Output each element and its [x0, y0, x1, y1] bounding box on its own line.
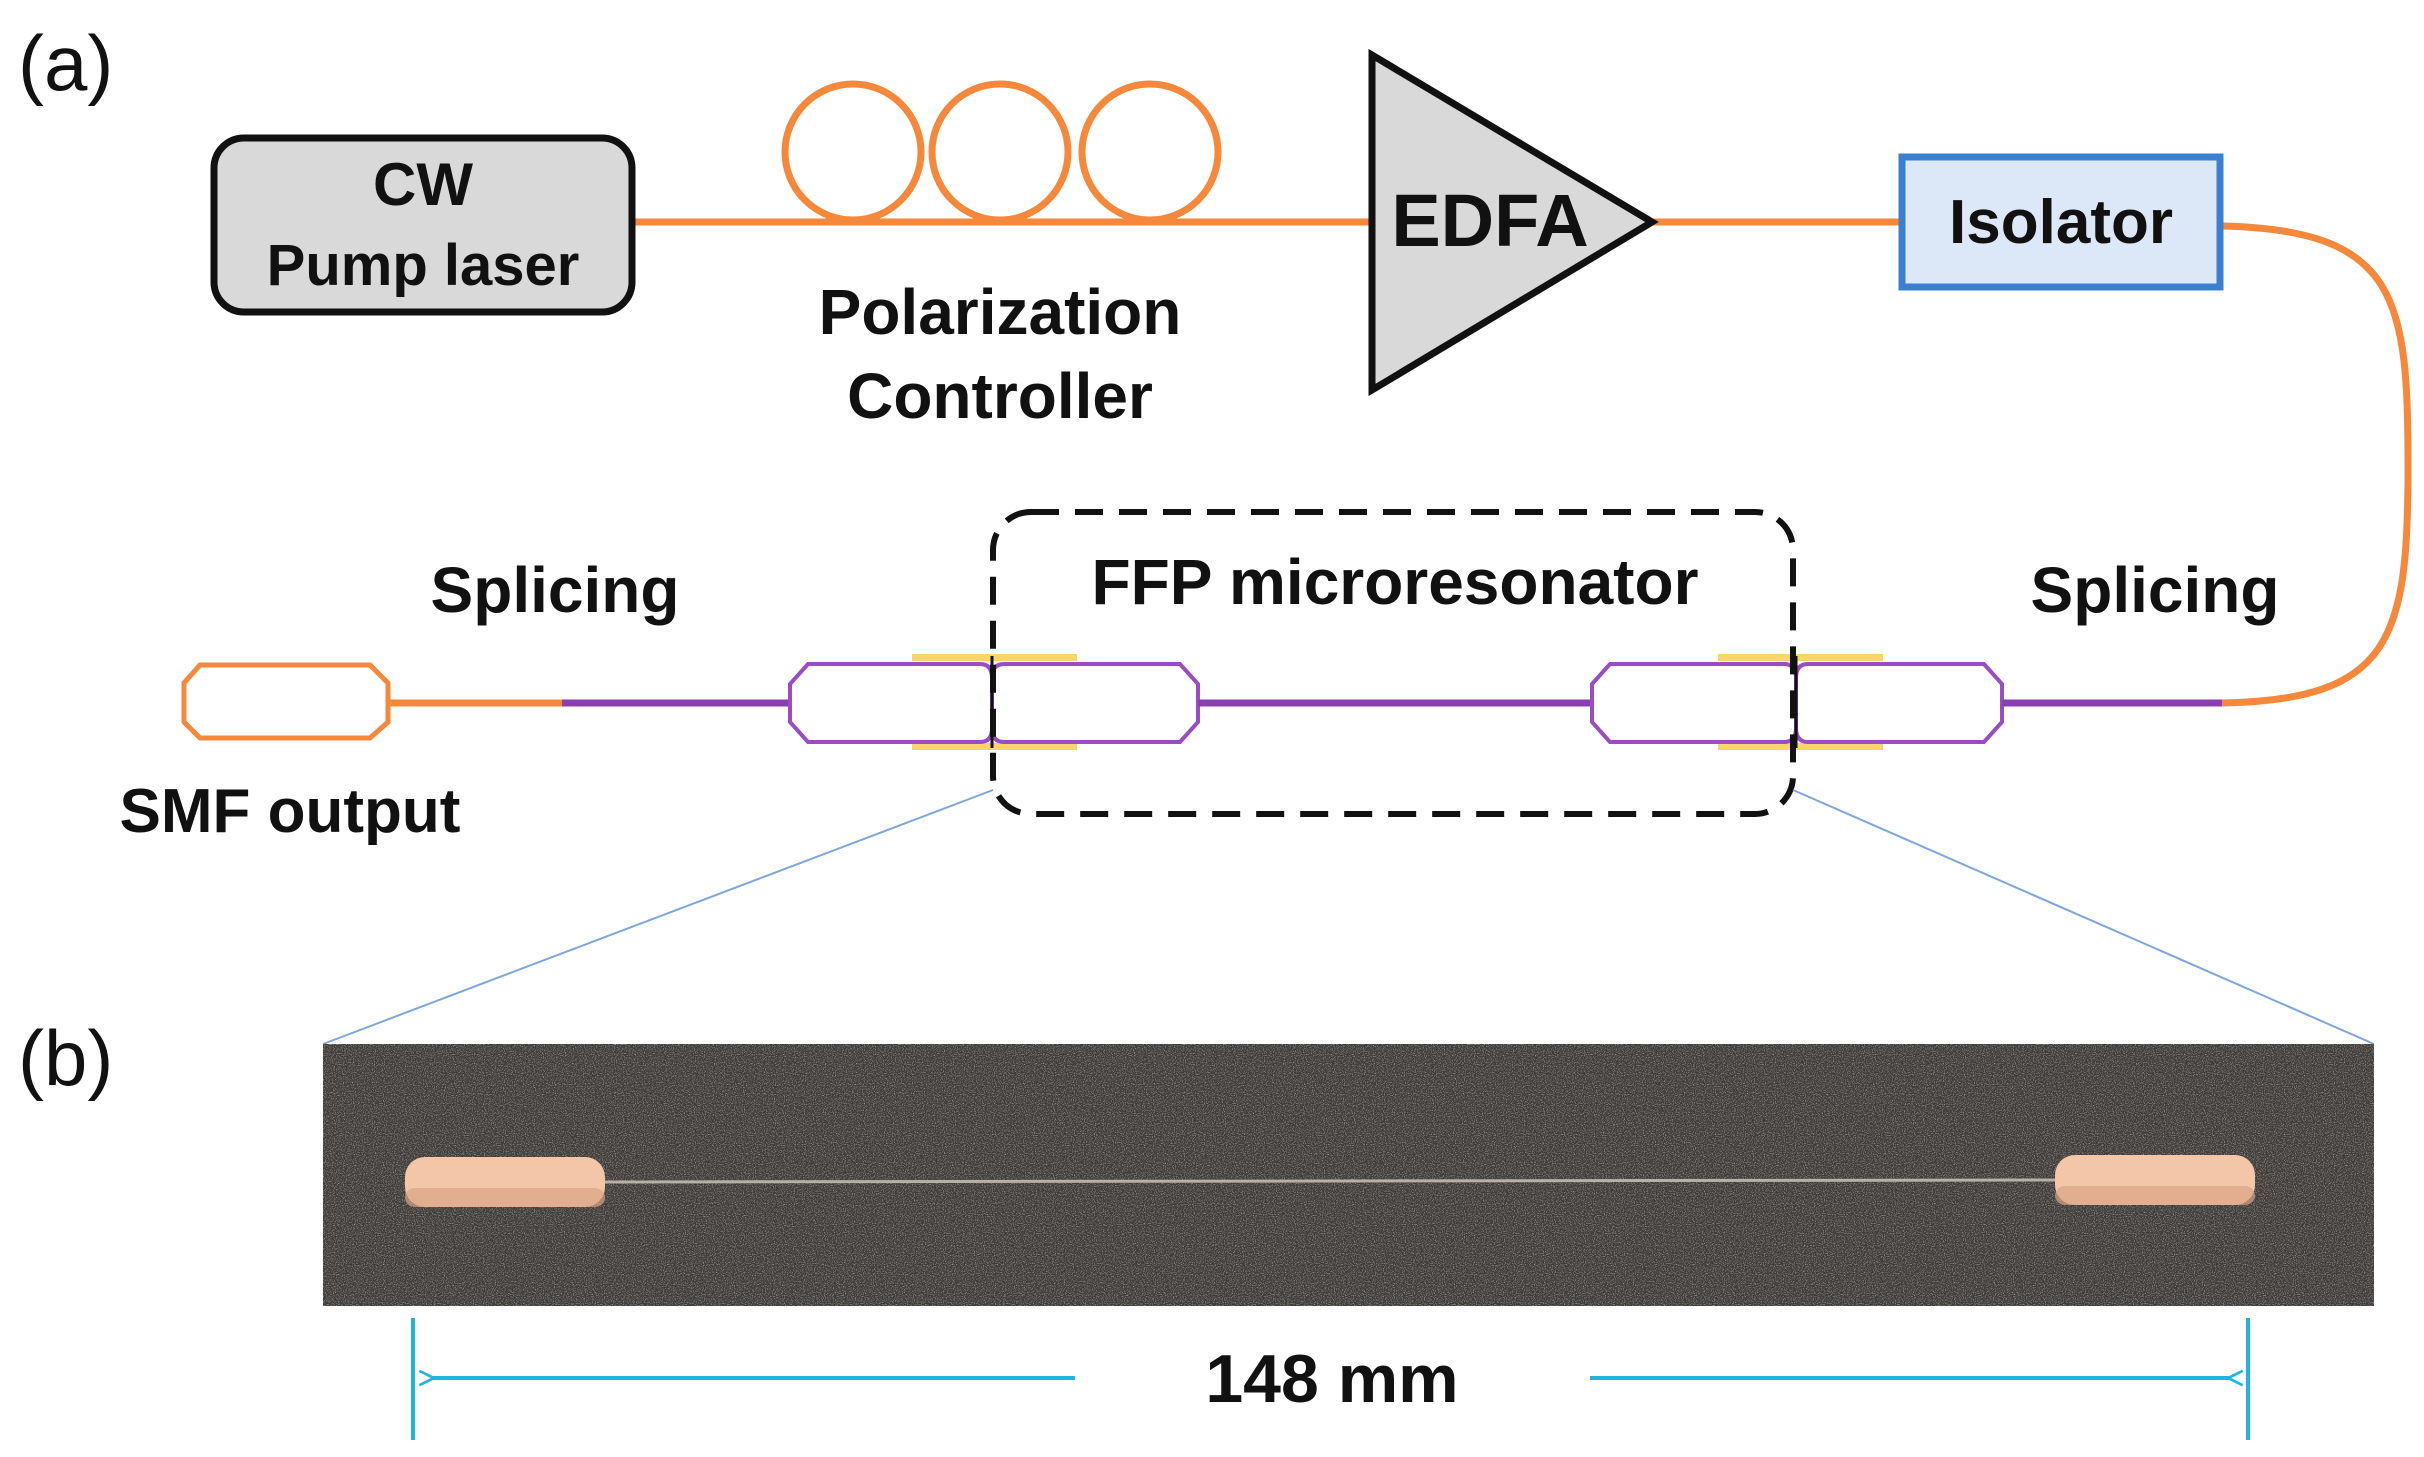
photo-ferrule-left-shade — [405, 1188, 605, 1207]
left-coating-bottom — [912, 743, 1077, 750]
splicing-label-right: Splicing — [2031, 554, 2280, 626]
pump-laser-label-line2: Pump laser — [267, 233, 580, 298]
photo-ferrule-right-shade — [2055, 1186, 2255, 1205]
panel-label-a: (a) — [18, 19, 113, 107]
right-ferrule-a — [1590, 662, 1798, 744]
fiber-isolator-loop — [2221, 222, 2412, 707]
ffp-microresonator-boundary — [990, 509, 1796, 817]
pump-laser-box — [210, 134, 636, 316]
right-coating-bottom — [1718, 743, 1883, 750]
left-coating-top — [912, 654, 1077, 661]
smf-output-connector — [181, 662, 391, 741]
pc-loop-3 — [1078, 80, 1222, 224]
edfa-triangle — [1368, 48, 1659, 397]
dimension-label: 148 mm — [1205, 1341, 1458, 1417]
left-ferrule-a — [788, 662, 994, 744]
right-ferrule-b — [1794, 662, 2004, 744]
zoom-line-left — [322, 789, 994, 1045]
panel-label-b: (b) — [18, 1014, 113, 1102]
edfa-label: EDFA — [1391, 179, 1588, 262]
pc-loop-2 — [928, 80, 1072, 224]
polarization-controller-loops — [781, 80, 1222, 224]
splicing-label-left: Splicing — [431, 554, 680, 626]
photo-fiber — [599, 1178, 2061, 1184]
ffp-microresonator-label: FFP microresonator — [1092, 546, 1699, 618]
zoom-line-right — [1792, 789, 2375, 1045]
pc-loop-1 — [781, 80, 925, 224]
isolator-box — [1898, 153, 2224, 291]
resonator-photo — [323, 1044, 2374, 1306]
pump-laser-label-line1: CW — [373, 151, 473, 218]
left-ferrule-b — [990, 662, 1200, 744]
pc-label-line2: Controller — [847, 360, 1153, 432]
right-coating-top — [1718, 654, 1883, 661]
isolator-label: Isolator — [1949, 188, 2173, 257]
pc-label-line1: Polarization — [819, 276, 1182, 348]
smf-output-label: SMF output — [120, 777, 461, 846]
photo-texture — [323, 1044, 2374, 1306]
